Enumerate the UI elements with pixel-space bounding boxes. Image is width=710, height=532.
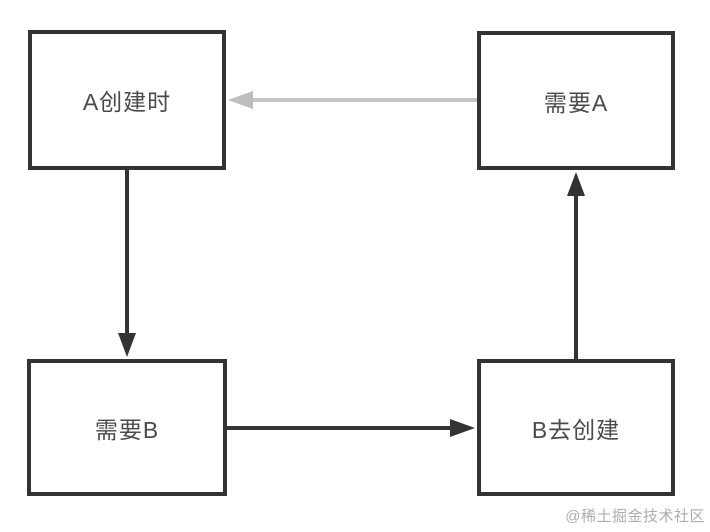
- node-a-create-label: A创建时: [82, 89, 172, 115]
- node-need-b-label: 需要B: [94, 416, 160, 443]
- edge-a-create-to-need-b-arrow: [118, 170, 136, 357]
- node-b-create-label: B去创建: [531, 416, 621, 443]
- watermark: @稀土掘金技术社区: [565, 508, 705, 525]
- node-a-create-box: A创建时: [28, 30, 226, 170]
- edge-b-create-to-need-a-arrow: [567, 172, 585, 359]
- edge-need-a-to-a-create-arrow: [228, 91, 477, 109]
- edge-need-b-to-b-create-arrow: [227, 419, 475, 437]
- node-need-b-box: 需要B: [27, 359, 227, 496]
- node-need-a-box: 需要A: [477, 31, 675, 170]
- node-need-a-label: 需要A: [543, 89, 609, 116]
- node-b-create-box: B去创建: [477, 359, 675, 496]
